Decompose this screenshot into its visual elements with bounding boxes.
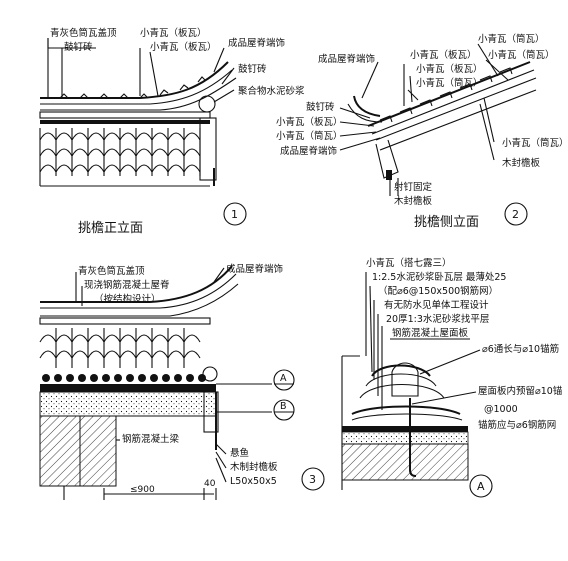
p1-label-ridge-ornament: 成品屋脊端饰	[228, 37, 285, 49]
p1-label-drum-nail-brick-2: 鼓钉砖	[238, 63, 267, 75]
p2-label-ridge-ornament: 成品屋脊端饰	[318, 53, 375, 65]
p3-label-gray-cap-tile: 青灰色筒瓦盖顶	[78, 265, 145, 277]
p3-label-hanging-fish: 悬鱼	[230, 447, 249, 459]
p2-label-cylinder-tile-5: 小青瓦（筒瓦）	[502, 137, 568, 149]
panel-a-detail: 小青瓦（搭七露三） 1:2.5水泥砂浆卧瓦层 最薄处25 （配⌀6@150x50…	[341, 257, 563, 498]
p2-label-ridge-ornament-2: 成品屋脊端饰	[280, 145, 337, 157]
p2-label-cylinder-tile-4: 小青瓦（筒瓦）	[488, 49, 555, 61]
p2-caption: 挑檐侧立面	[414, 215, 479, 230]
p3-label-wood-fascia: 木制封檐板	[230, 461, 278, 473]
p3-dim-40: 40	[204, 479, 216, 489]
p1-label-gray-cap-tile: 青灰色筒瓦盖顶	[50, 27, 117, 39]
p1-label-flat-tile-top: 小青瓦（板瓦）	[140, 27, 207, 39]
pa-detail-letter: A	[477, 480, 485, 493]
pa-label-anchor-bar: ⌀6通长与⌀10锚筋	[482, 343, 559, 355]
p3-marker-b-circle	[273, 399, 295, 421]
pa-label-tile-overlap: 小青瓦（搭七露三）	[366, 257, 452, 269]
p2-label-flat-tile-2: 小青瓦（板瓦）	[416, 63, 483, 75]
pa-detail-circle	[469, 474, 493, 498]
p2-detail-circle	[504, 202, 528, 226]
p2-label-drum-nail-brick: 鼓钉砖	[306, 101, 335, 113]
p3-detail-circle	[301, 467, 325, 491]
p2-label-cylinder-tile-3: 小青瓦（筒瓦）	[478, 33, 545, 45]
panel-1-front-elevation: 青灰色筒瓦盖顶 小青瓦（板瓦） 鼓钉砖 小青瓦（板瓦） 成品屋脊端饰 鼓钉砖 聚…	[39, 27, 305, 236]
p1-label-flat-tile: 小青瓦（板瓦）	[150, 41, 217, 53]
p2-label-flat-tile-3: 小青瓦（板瓦）	[276, 116, 343, 128]
p3-label-rc-beam: 钢筋混凝土梁	[122, 433, 180, 445]
p3-marker-a: A	[280, 373, 287, 384]
p3-marker-b: B	[280, 401, 287, 412]
p2-label-cylinder-tile-2: 小青瓦（筒瓦）	[276, 130, 343, 142]
pa-label-rebar-mesh: （配⌀6@150x500钢筋网）	[378, 285, 498, 297]
p2-label-flat-tile-1: 小青瓦（板瓦）	[410, 49, 477, 61]
p2-detail-number: 2	[512, 208, 519, 221]
pa-label-anchor-mesh: 锚筋应与⌀6钢筋网	[478, 419, 556, 431]
p3-marker-a-circle	[273, 369, 295, 391]
p1-detail-number: 1	[231, 208, 238, 221]
p1-caption: 挑檐正立面	[78, 221, 143, 236]
p3-detail-number: 3	[309, 473, 316, 486]
p1-detail-circle	[223, 202, 247, 226]
pa-label-waterproof-note: 有无防水见单体工程设计	[384, 299, 489, 311]
pa-label-leveling-layer: 20厚1:3水泥砂浆找平层	[386, 313, 489, 325]
p3-label-per-structure: （按结构设计）	[94, 293, 161, 305]
p2-label-cylinder-tile: 小青瓦（筒瓦）	[416, 77, 483, 89]
p1-label-polymer-mortar: 聚合物水泥砂浆	[238, 85, 305, 97]
pa-label-spacing: @1000	[484, 404, 518, 415]
p3-label-cast-ridge: 现浇钢筋混凝土屋脊	[84, 279, 170, 291]
p2-label-shot-nail: 射钉固定	[394, 181, 433, 193]
p3-label-ridge-ornament: 成品屋脊端饰	[226, 263, 283, 275]
pa-label-mortar-bed: 1:2.5水泥砂浆卧瓦层 最薄处25	[372, 271, 506, 283]
panel-3-section: A B ≤900 40 青灰色筒瓦盖顶 现浇钢筋混凝土屋脊 （按结构设计） 成品…	[39, 263, 325, 500]
panel-2-side-elevation: 成品屋脊端饰 小青瓦（板瓦） 小青瓦（板瓦） 小青瓦（筒瓦） 鼓钉砖 小青瓦（板…	[276, 33, 568, 230]
p1-label-drum-nail-brick: 鼓钉砖	[64, 41, 93, 53]
pa-label-rc-slab: 钢筋混凝土屋面板	[392, 327, 469, 339]
pa-label-preset-anchor: 屋面板内预留⌀10锚	[478, 385, 563, 397]
p3-dim-overhang: ≤900	[130, 485, 155, 495]
p3-label-angle-steel: L50x50x5	[230, 476, 277, 487]
p2-label-wood-fascia-2: 木封檐板	[394, 195, 433, 207]
p2-label-wood-fascia: 木封檐板	[502, 157, 541, 169]
